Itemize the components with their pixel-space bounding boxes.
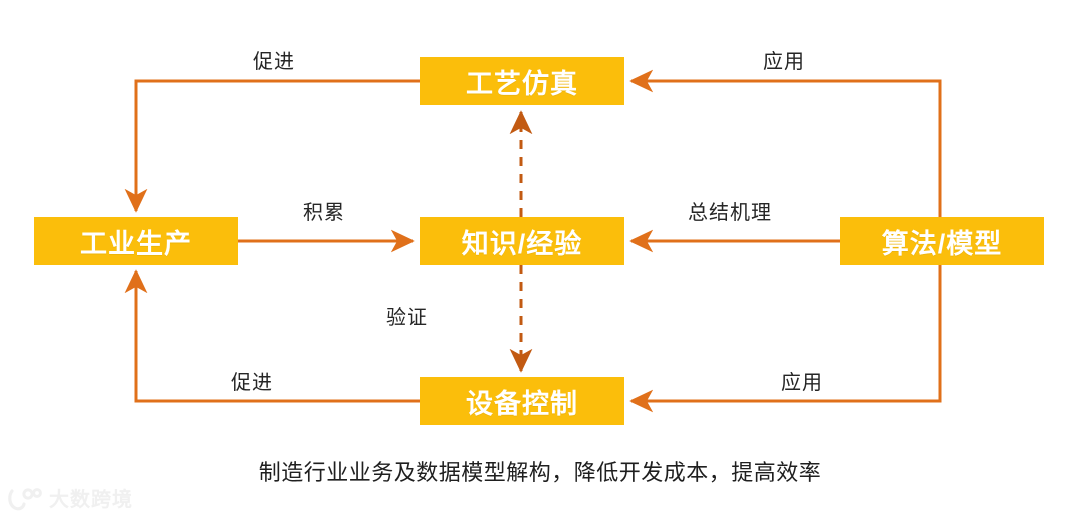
edge-label-knowledge-to-equipment: 验证 bbox=[386, 307, 428, 329]
edge-label-model-to-simulation: 应用 bbox=[763, 51, 805, 73]
connector-equipment-to-production bbox=[124, 269, 420, 403]
node-label: 工艺仿真 bbox=[466, 68, 578, 99]
node-label: 工业生产 bbox=[80, 228, 192, 259]
node-industrial-production[interactable]: 工业生产 bbox=[34, 217, 238, 265]
logo-mark-icon bbox=[8, 487, 42, 513]
edge-label-equipment-to-production: 促进 bbox=[231, 372, 273, 394]
connector-model-to-simulation bbox=[629, 69, 942, 217]
diagram-caption: 制造行业业务及数据模型解构，降低开发成本，提高效率 bbox=[258, 460, 822, 485]
watermark: 大数跨境 bbox=[8, 487, 133, 513]
node-algorithm-model[interactable]: 算法/模型 bbox=[840, 217, 1044, 265]
node-label: 知识/经验 bbox=[461, 228, 583, 259]
node-knowledge-experience[interactable]: 知识/经验 bbox=[420, 217, 624, 265]
edge-label-sim-to-production: 促进 bbox=[253, 51, 295, 73]
node-equipment-control[interactable]: 设备控制 bbox=[420, 377, 624, 425]
watermark-text: 大数跨境 bbox=[49, 489, 133, 511]
node-label: 算法/模型 bbox=[881, 228, 1003, 259]
node-process-simulation[interactable]: 工艺仿真 bbox=[420, 57, 624, 105]
edge-label-model-to-knowledge: 总结机理 bbox=[688, 202, 772, 224]
edge-label-production-to-knowledge: 积累 bbox=[303, 202, 345, 224]
connector-sim-to-production bbox=[124, 79, 420, 213]
node-label: 设备控制 bbox=[466, 388, 578, 419]
edge-label-model-to-equipment: 应用 bbox=[781, 372, 823, 394]
